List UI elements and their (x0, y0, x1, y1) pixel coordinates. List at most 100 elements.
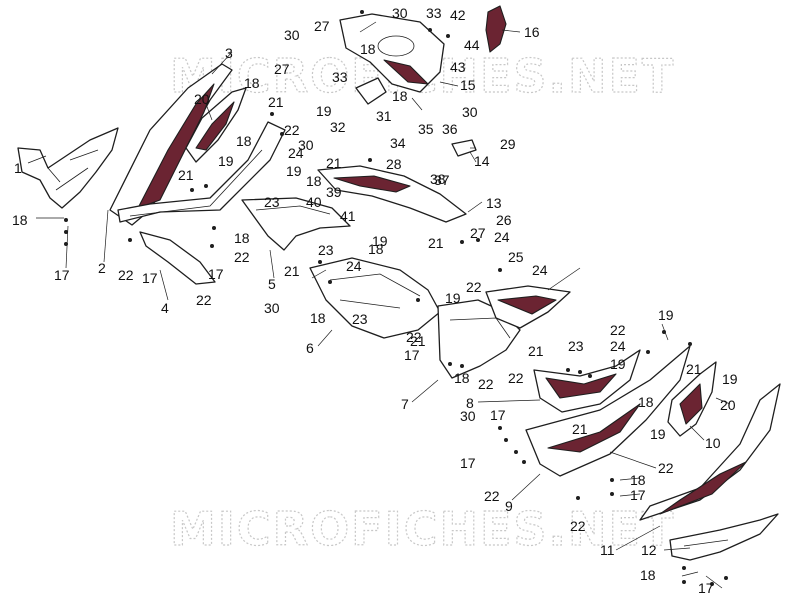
callout-1: 1 (14, 160, 22, 176)
callout-39: 39 (326, 184, 342, 200)
callout-11: 11 (600, 542, 615, 558)
callout-20b: 20 (720, 397, 736, 413)
part-6-floor-panel (309, 257, 441, 339)
part-12-end-cap (669, 513, 779, 561)
callout-18a: 18 (12, 212, 28, 228)
callout-38: 38 (430, 171, 446, 187)
callout-7: 7 (401, 396, 409, 412)
callout-44: 44 (464, 37, 480, 53)
callout-21b: 21 (178, 167, 194, 183)
callout-33a: 33 (426, 5, 442, 21)
callout-41: 41 (340, 208, 356, 224)
callout-21c: 21 (326, 155, 342, 171)
watermark-bottom: MICROFICHES.NET (170, 502, 675, 556)
callout-18c: 18 (236, 133, 252, 149)
part-11-rear-trim (639, 383, 781, 521)
callout-28: 28 (386, 156, 402, 172)
callout-5: 5 (268, 276, 276, 292)
callout-22f: 22 (406, 329, 422, 345)
callout-29: 29 (500, 136, 516, 152)
callout-18g: 18 (368, 241, 384, 257)
callout-12: 12 (641, 542, 657, 558)
callout-21g: 21 (528, 343, 544, 359)
callout-21d: 21 (428, 235, 444, 251)
callout-37: 37 (434, 172, 450, 188)
callout-24e: 24 (610, 338, 626, 354)
callout-8: 8 (466, 395, 474, 411)
callout-27a: 27 (314, 18, 330, 34)
part-13-dash-cover (317, 165, 467, 223)
callout-10: 10 (705, 435, 721, 451)
callout-19e: 19 (445, 290, 461, 306)
callout-14: 14 (474, 153, 490, 169)
callout-31: 31 (376, 108, 392, 124)
callout-18i: 18 (310, 310, 326, 326)
callout-17d: 17 (404, 347, 420, 363)
callout-36: 36 (442, 121, 458, 137)
callout-43: 43 (450, 59, 466, 75)
callout-22j: 22 (658, 460, 674, 476)
callout-22i: 22 (610, 322, 626, 338)
part-16-small-cover (485, 5, 507, 53)
callout-6: 6 (306, 340, 314, 356)
callout-22h: 22 (508, 370, 524, 386)
part-24-side-tray (485, 285, 571, 329)
callout-labels: 1 2 3 4 5 6 7 8 9 10 11 12 13 14 15 16 1… (12, 5, 738, 596)
callout-21h: 21 (572, 421, 588, 437)
callout-17g: 17 (630, 487, 646, 503)
callout-19a: 19 (316, 103, 332, 119)
part-1-left-panel (17, 127, 119, 209)
callout-33b: 33 (332, 69, 348, 85)
callout-2: 2 (98, 260, 106, 276)
callout-23a: 23 (264, 194, 280, 210)
callout-18j: 18 (454, 370, 470, 386)
callout-19d: 19 (372, 233, 388, 249)
part-20-inner-panel (185, 87, 247, 163)
callout-22b: 22 (118, 267, 134, 283)
part-15-top-shroud (339, 13, 445, 93)
callout-18d: 18 (360, 41, 376, 57)
callout-13: 13 (486, 195, 502, 211)
callout-18k: 18 (638, 394, 654, 410)
callout-35: 35 (418, 121, 434, 137)
part-10-rear-panel (667, 361, 717, 437)
callout-19f: 19 (658, 307, 674, 323)
callout-22e: 22 (466, 279, 482, 295)
callout-19b: 19 (218, 153, 234, 169)
part-5-center-cover (241, 197, 351, 251)
callout-40: 40 (306, 194, 322, 210)
callout-22l: 22 (570, 518, 586, 534)
callout-22c: 22 (234, 249, 250, 265)
callout-18l: 18 (630, 472, 646, 488)
callout-18h: 18 (234, 230, 250, 246)
callout-25: 25 (508, 249, 524, 265)
callout-21a: 21 (268, 94, 284, 110)
callout-24c: 24 (494, 229, 510, 245)
callout-27c: 27 (470, 225, 486, 241)
callout-22g: 22 (478, 376, 494, 392)
callout-18b: 18 (244, 75, 260, 91)
callout-30c: 30 (462, 104, 478, 120)
part-4-bracket (139, 231, 216, 285)
callout-30f: 30 (460, 408, 476, 424)
callout-17a: 17 (54, 267, 70, 283)
callout-20a: 20 (194, 91, 210, 107)
callout-42: 42 (450, 7, 466, 23)
callout-22k: 22 (484, 488, 500, 504)
callout-21i: 21 (686, 361, 702, 377)
callout-21f: 21 (410, 333, 426, 349)
callout-32: 32 (330, 119, 346, 135)
part-2-lower-frame (117, 121, 286, 223)
part-31-bracket (355, 77, 387, 105)
callout-30d: 30 (298, 137, 314, 153)
callout-17e: 17 (490, 407, 506, 423)
callout-26: 26 (496, 212, 512, 228)
fastener-markers (64, 10, 728, 586)
callout-30a: 30 (392, 5, 408, 21)
callout-18m: 18 (640, 567, 656, 583)
callout-4: 4 (161, 300, 169, 316)
callout-17h: 17 (698, 580, 714, 596)
callout-22a: 22 (284, 122, 300, 138)
